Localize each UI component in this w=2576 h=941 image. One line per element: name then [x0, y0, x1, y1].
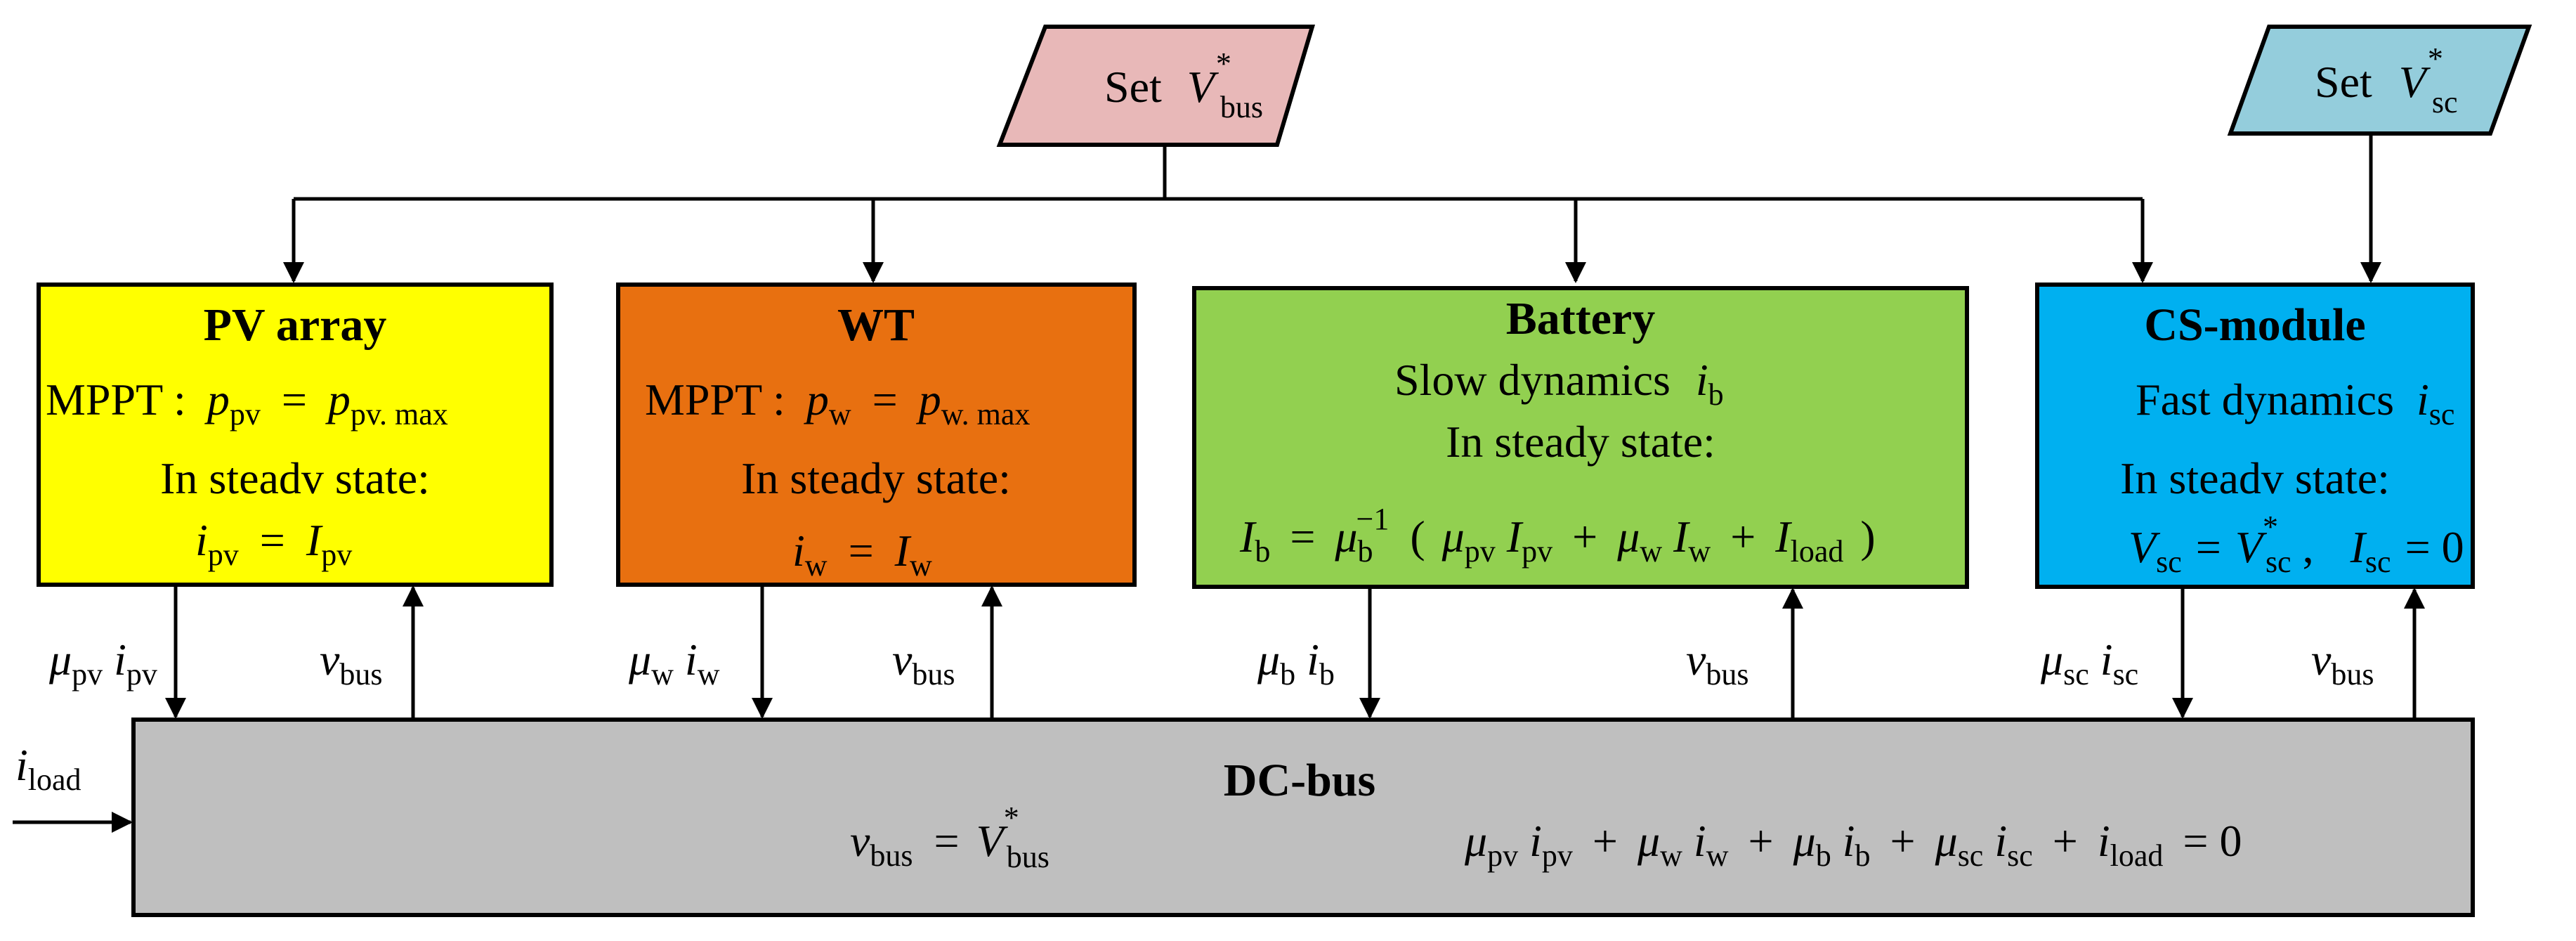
cs-steady-label: In steadv state:: [2120, 453, 2390, 503]
pv-vbus-label: vbus: [320, 635, 383, 692]
load-current-label: iload: [15, 740, 81, 797]
set-vbus-shape: [996, 25, 1316, 147]
set-vbus-label: Set V*bus: [1104, 46, 1263, 124]
bus-connections: [13, 585, 2425, 833]
pv-steady-label: In steadv state:: [160, 453, 430, 503]
pv-current-label: μpv ipv: [48, 635, 157, 694]
battery-steady-eq: Ib = μb−1 ( μpv Ipv + μw Iw + Iload ): [1239, 489, 1876, 571]
set-vsc-shape: [2227, 25, 2532, 136]
reference-wires: [283, 134, 2381, 283]
pv-mppt-eq: MPPT : ppv = ppv. max: [46, 375, 448, 434]
battery-block: Battery Slow dynamics ib In steady state…: [1192, 286, 1969, 589]
dc-bus-block: DC-bus vbus = V*bus μpv ipv + μw iw + μb…: [131, 718, 2475, 917]
wt-current-label: μw iw: [628, 635, 720, 694]
cs-current-label: μsc isc: [2040, 635, 2138, 694]
cs-dynamics: Fast dynamics isc: [2136, 375, 2454, 431]
pv-array-block: PV array MPPT : ppv = ppv. max In steadv…: [37, 283, 554, 587]
cs-module-title: CS-module: [2144, 299, 2365, 351]
wt-title: WT: [837, 299, 915, 351]
set-vbus-input: Set V*bus: [996, 25, 1316, 147]
wt-block: WT MPPT : pw = pw. max In steady state: …: [616, 283, 1137, 587]
battery-vbus-label: vbus: [1686, 635, 1749, 692]
cs-steady-eq: Vsc = V*sc , Isc = 0: [2129, 510, 2464, 582]
battery-steady-label: In steady state:: [1446, 417, 1715, 467]
cs-module-block: CS-module Fast dynamics isc In steadv st…: [2035, 283, 2475, 589]
battery-current-label: μb ib: [1257, 635, 1335, 694]
pv-steady-eq: ipv = Ipv: [195, 515, 352, 575]
dc-bus-title: DC-bus: [1224, 755, 1375, 806]
dc-bus-current-balance-eq: μpv ipv + μw iw + μb ib + μsc isc + iloa…: [1464, 816, 2242, 876]
wt-steady-eq: iw = Iw: [792, 526, 932, 585]
pv-array-title: PV array: [204, 299, 387, 351]
wt-mppt-eq: MPPT : pw = pw. max: [645, 375, 1030, 434]
set-vsc-label: Set V*sc: [2315, 41, 2458, 119]
wt-vbus-label: vbus: [892, 635, 955, 692]
wt-steady-label: In steady state:: [741, 453, 1011, 503]
cs-vbus-label: vbus: [2311, 635, 2374, 692]
set-vsc-input: Set V*sc: [2227, 25, 2532, 136]
battery-dynamics: Slow dynamics ib: [1394, 355, 1724, 412]
battery-title: Battery: [1506, 293, 1656, 344]
signal-labels: μpv ipv vbus μw iw vbus μb ib vbus μsc i…: [15, 635, 2374, 797]
dc-bus-voltage-eq: vbus = V*bus: [850, 800, 1050, 876]
